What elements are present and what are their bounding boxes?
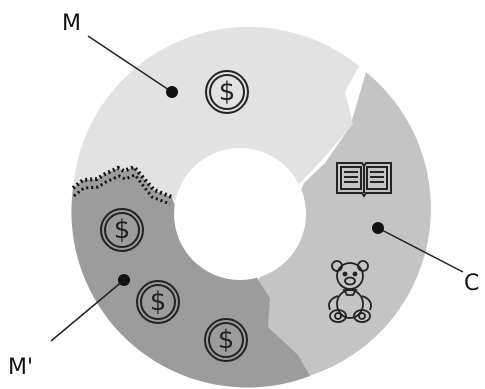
dollar-coin-icon: $ <box>204 318 248 362</box>
label-m-prime: M' <box>8 355 33 380</box>
dotted-boundary <box>71 164 173 199</box>
segment-c <box>246 72 431 376</box>
dollar-coin-icon: $ <box>100 208 144 252</box>
svg-text:$: $ <box>218 325 235 355</box>
label-m: M <box>62 11 81 36</box>
leader-line-m <box>87 35 173 93</box>
marker-dot-c <box>372 222 384 234</box>
marker-dot-m <box>166 86 178 98</box>
leader-line-c <box>377 227 464 273</box>
marker-dot-m-prime <box>118 274 130 286</box>
open-book-icon <box>336 162 392 198</box>
leader-line-m-prime <box>50 279 125 342</box>
label-c: C <box>464 271 479 296</box>
svg-text:$: $ <box>219 77 236 107</box>
dotted-boundary-lower <box>73 173 171 206</box>
svg-text:$: $ <box>150 287 167 317</box>
svg-text:$: $ <box>114 215 131 245</box>
dollar-coin-icon: $ <box>136 280 180 324</box>
segment-m-prime <box>71 167 310 388</box>
center-hole <box>174 148 306 280</box>
dollar-coin-icon: $ <box>205 70 249 114</box>
teddy-bear-icon <box>328 260 372 323</box>
